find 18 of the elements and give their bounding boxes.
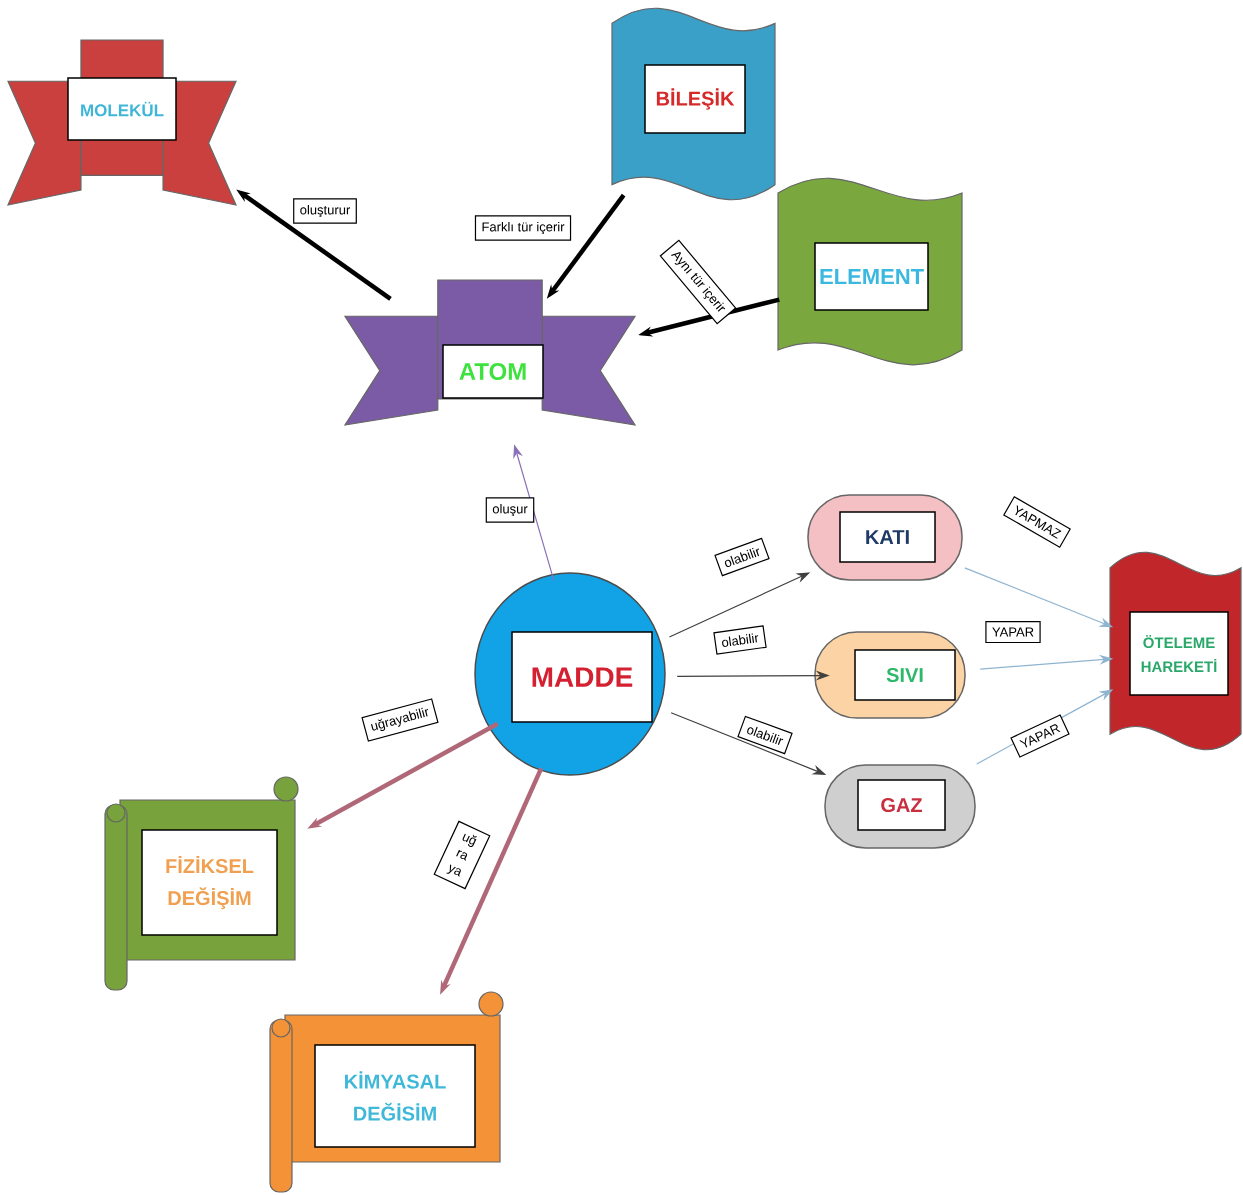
rounded-box: SIVI [814, 631, 966, 719]
edge-label: Farklı tür içerir [474, 215, 572, 241]
edge-label: olabilir [737, 715, 793, 755]
ribbon-banner: ATOM [343, 279, 637, 426]
wavy-flag: BİLEŞİK [611, 7, 776, 201]
edge-label: olabilir [713, 625, 767, 655]
ribbon-banner: MOLEKÜL [7, 39, 237, 206]
scroll-banner: KİMYASAL DEĞİSİM [269, 991, 504, 1193]
edge-label: oluşur [485, 497, 535, 523]
wavy-flag: ELEMENT [777, 177, 963, 366]
edge-label: YAPAR [985, 620, 1041, 644]
edge-label: uğ ra ya [433, 820, 491, 890]
scroll-banner: FİZİKSEL DEĞİŞİM [104, 776, 299, 991]
rounded-box: KATI [807, 494, 963, 581]
edge-label: olabilir [714, 537, 770, 577]
rounded-box: GAZ [824, 764, 976, 849]
wavy-flag: ÖTELEME HAREKETİ [1109, 551, 1242, 751]
edge-label: oluşturur [293, 198, 357, 224]
